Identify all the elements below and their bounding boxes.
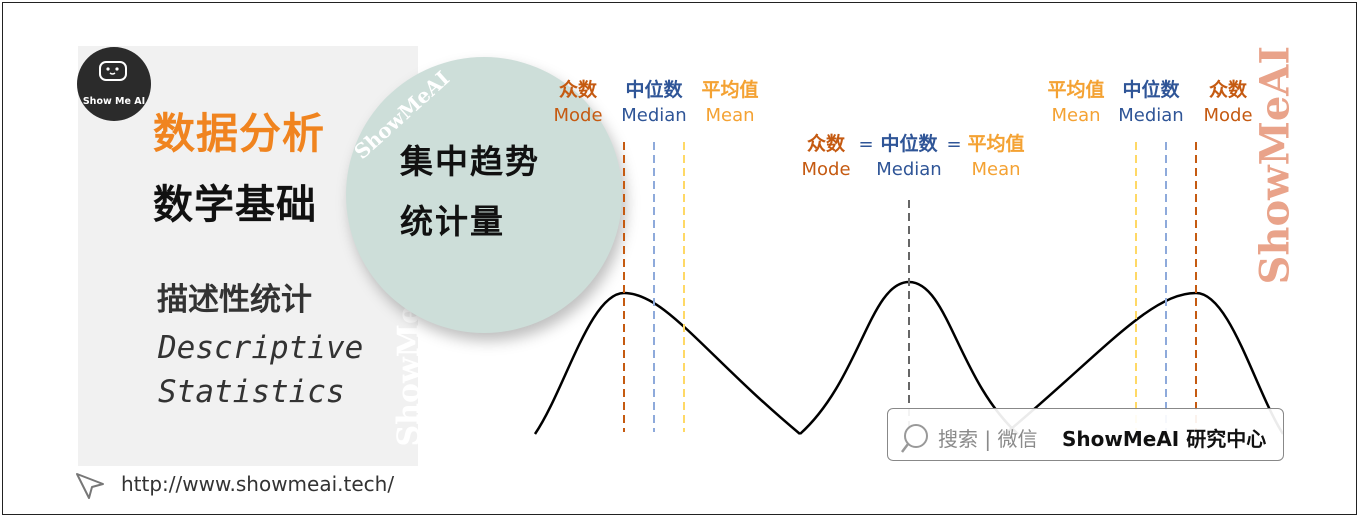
symmetric-mean-cn: 平均值	[967, 132, 1024, 155]
cursor-arrow-icon	[76, 473, 104, 499]
search-brand: ShowMeAI 研究中心	[1062, 427, 1267, 451]
page-subtitle: 数学基础	[153, 182, 317, 228]
topic-title-en-line2: Statistics	[158, 374, 345, 410]
symmetric-equals-1: =	[858, 134, 873, 155]
right-skewed-mode-en: Mode	[553, 105, 602, 126]
robot-face-icon	[99, 61, 127, 81]
circle-line2: 统计量	[400, 202, 505, 241]
search-bar[interactable]: 搜索 | 微信 ShowMeAI 研究中心	[887, 408, 1284, 461]
left-skewed-mean-cn: 平均值	[1047, 78, 1104, 101]
page-title: 数据分析	[153, 109, 326, 158]
circle-line1: 集中趋势	[400, 142, 540, 181]
search-icon	[901, 424, 928, 453]
right-skewed-mean-en: Mean	[705, 105, 754, 126]
footer-url-link[interactable]: http://www.showmeai.tech/	[121, 472, 395, 496]
symmetric-mean-en: Mean	[971, 159, 1020, 180]
left-skewed-mean-en: Mean	[1051, 105, 1100, 126]
right-skewed-median-en: Median	[621, 105, 686, 126]
showmeai-logo[interactable]: Show Me AI	[77, 47, 151, 121]
symmetric-median-cn: 中位数	[880, 132, 938, 155]
symmetric-median-en: Median	[876, 159, 941, 180]
right-skewed-mode-cn: 众数	[559, 78, 598, 101]
left-skewed-mode-cn: 众数	[1209, 78, 1248, 101]
search-label: 搜索 | 微信	[938, 427, 1038, 451]
left-skewed-median-en: Median	[1118, 105, 1183, 126]
logo-text: Show Me AI	[82, 96, 146, 107]
topic-title-cn: 描述性统计	[157, 282, 312, 318]
right-skewed-mean-cn: 平均值	[701, 78, 758, 101]
topic-title-en-line1: Descriptive	[158, 330, 364, 366]
topic-circle: ShowMeAI 集中趋势 统计量	[346, 57, 622, 333]
right-skewed-curve	[533, 291, 801, 435]
symmetric-mode-en: Mode	[801, 159, 850, 180]
left-skewed-curve	[1004, 291, 1285, 435]
left-skewed-median-cn: 中位数	[1122, 78, 1180, 101]
left-skewed-mode-en: Mode	[1203, 105, 1252, 126]
symmetric-mode-cn: 众数	[807, 132, 846, 155]
symmetric-equals-2: =	[946, 134, 961, 155]
right-skewed-median-cn: 中位数	[625, 78, 683, 101]
